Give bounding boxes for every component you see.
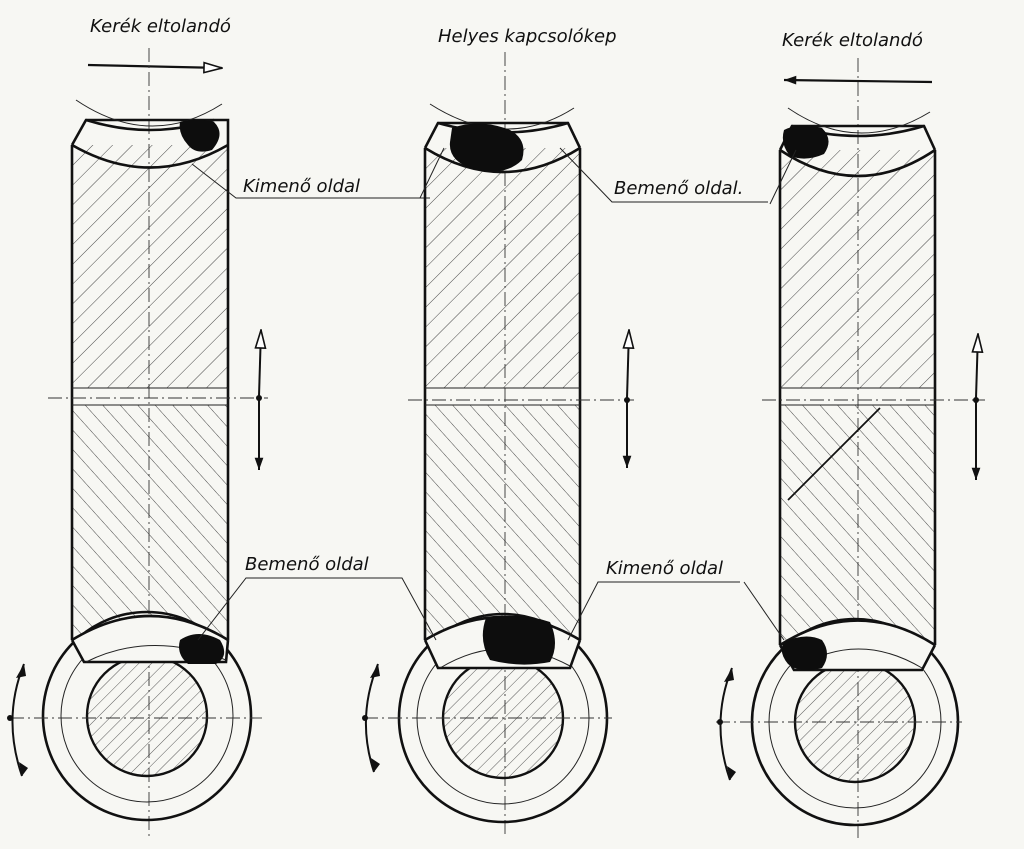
axial-up-arrow	[259, 330, 261, 397]
panel-3-gear	[716, 617, 962, 827]
leader-bottom-right	[567, 581, 740, 641]
shift-left-arrow	[783, 75, 933, 85]
leader-bottom	[743, 581, 785, 641]
panel-1-worm	[70, 99, 230, 640]
contact-pattern-bottom	[179, 634, 225, 664]
panel-3: Kerék eltolandó	[716, 30, 985, 838]
leader-top	[769, 149, 797, 205]
axial-up-arrow	[976, 334, 978, 399]
contact-pattern-bottom	[482, 615, 555, 665]
axial-up-arrow	[627, 330, 629, 399]
leader-top-left	[288, 147, 445, 199]
panel-1-title: Kerék eltolandó	[90, 16, 231, 37]
panel-2-gear	[364, 612, 612, 824]
contact-pattern-top	[449, 123, 524, 172]
panel-1: Kerék eltolandó	[7, 16, 430, 836]
shift-right-arrow	[87, 65, 222, 68]
contact-pattern-bottom	[781, 636, 827, 671]
panel-3-worm	[778, 107, 937, 645]
leader-bottom-left	[260, 577, 437, 641]
panel-1-gear	[10, 610, 262, 822]
panel-2-bottom-label: Kimenő oldal	[606, 558, 723, 579]
leader-top-right	[559, 147, 768, 203]
panel-2-top-label: Bemenő oldal.	[614, 178, 743, 199]
panel-1-bottom-label: Bemenő oldal	[245, 554, 369, 575]
panel-2: Helyes kapcsolókep	[260, 26, 768, 836]
panel-3-title: Kerék eltolandó	[782, 30, 923, 51]
contact-pattern-top	[782, 125, 829, 159]
panel-2-title: Helyes kapcsolókep	[438, 26, 617, 47]
panel-1-top-label: Kimenő oldal	[243, 176, 360, 197]
panel-2-worm	[423, 103, 582, 640]
contact-pattern-top	[179, 119, 220, 152]
